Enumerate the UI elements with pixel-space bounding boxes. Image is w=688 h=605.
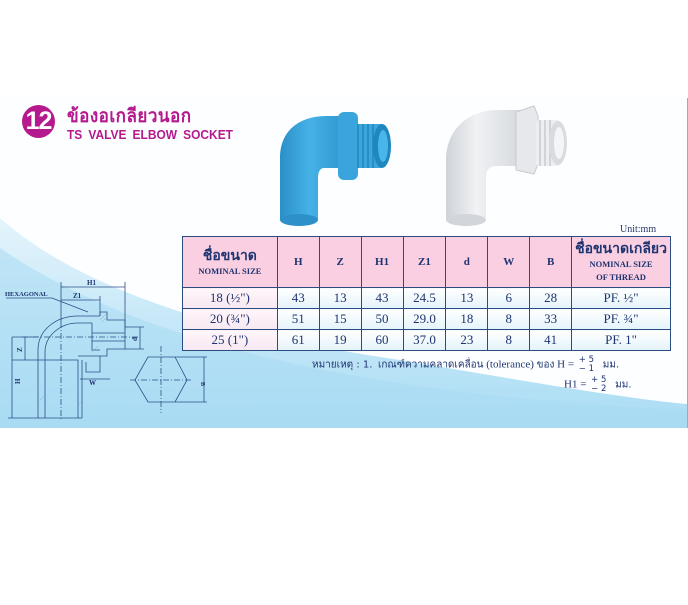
cell-z: 15 — [318, 308, 362, 330]
column-header-b: B — [529, 236, 573, 288]
cell-d: 23 — [445, 329, 489, 351]
cell-size: 25 (1") — [182, 329, 278, 351]
label-b: B — [199, 382, 205, 386]
cell-w: 8 — [487, 308, 531, 330]
cell-b: 28 — [529, 287, 573, 309]
cell-h: 61 — [276, 329, 320, 351]
background-wave — [0, 218, 687, 428]
cell-size: 18 (½") — [182, 287, 278, 309]
table-row: 20 (¾") 51 15 50 29.0 18 8 33 PF. ¾" — [182, 308, 671, 330]
cell-h: 51 — [276, 308, 320, 330]
cell-z1: 24.5 — [402, 287, 447, 309]
column-header-h1: H1 — [360, 236, 404, 288]
label-h1: H1 — [87, 279, 96, 287]
cell-thread: PF. ½" — [571, 287, 671, 309]
h1-tolerance: + 5− 2 — [591, 375, 607, 394]
column-header-w: W — [487, 236, 531, 288]
cell-z1: 29.0 — [402, 308, 447, 330]
title-thai: ข้องอเกลียวนอก — [67, 105, 192, 128]
blue-elbow-fitting-image — [280, 112, 391, 226]
label-z1: Z1 — [73, 292, 82, 300]
column-header-h: H — [276, 236, 320, 288]
cell-thread: PF. 1" — [571, 329, 671, 351]
unit-label: Unit:mm — [620, 224, 657, 235]
cell-h1: 50 — [360, 308, 404, 330]
column-header-d: d — [445, 236, 489, 288]
cell-b: 41 — [529, 329, 573, 351]
table-row: 25 (1") 61 19 60 37.0 23 8 41 PF. 1" — [182, 329, 671, 351]
cell-size: 20 (¾") — [182, 308, 278, 330]
dimension-table: ชื่อขนาด NOMINAL SIZE H Z H1 Z1 d W B ชื… — [182, 236, 671, 351]
tolerance-note-h1: H1 = + 5− 2 มม. — [564, 375, 632, 394]
label-w: W — [89, 379, 96, 387]
table-header-row: ชื่อขนาด NOMINAL SIZE H Z H1 Z1 d W B ชื… — [182, 236, 671, 288]
column-header-thread-size: ชื่อขนาดเกลียว NOMINAL SIZE OF THREAD — [571, 236, 671, 288]
label-d: d — [131, 337, 139, 341]
cell-h: 43 — [276, 287, 320, 309]
cell-z: 13 — [318, 287, 362, 309]
cell-z1: 37.0 — [402, 329, 447, 351]
item-number-badge: 12 — [22, 105, 55, 138]
white-elbow-fitting-image — [446, 105, 567, 226]
technical-drawing: HEXAGONAL H1 Z1 Z H d W B — [5, 279, 207, 420]
cell-w: 8 — [487, 329, 531, 351]
column-header-nominal-size: ชื่อขนาด NOMINAL SIZE — [182, 236, 278, 288]
cell-d: 18 — [445, 308, 489, 330]
column-header-z: Z — [318, 236, 362, 288]
cell-b: 33 — [529, 308, 573, 330]
column-header-z1: Z1 — [402, 236, 447, 288]
label-h: H — [14, 378, 22, 384]
label-z: Z — [16, 347, 24, 352]
cell-d: 13 — [445, 287, 489, 309]
table-row: 18 (½") 43 13 43 24.5 13 6 28 PF. ½" — [182, 287, 671, 309]
cell-thread: PF. ¾" — [571, 308, 671, 330]
cell-h1: 43 — [360, 287, 404, 309]
label-hexagonal: HEXAGONAL — [5, 291, 48, 298]
title-english: TS VALVE ELBOW SOCKET — [67, 127, 233, 142]
tolerance-note: หมายเหตุ : 1. เกณฑ์ความคลาดเคลื่อน (tole… — [312, 355, 620, 374]
cell-z: 19 — [318, 329, 362, 351]
cell-w: 6 — [487, 287, 531, 309]
h-tolerance: + 5− 1 — [578, 355, 595, 374]
cell-h1: 60 — [360, 329, 404, 351]
